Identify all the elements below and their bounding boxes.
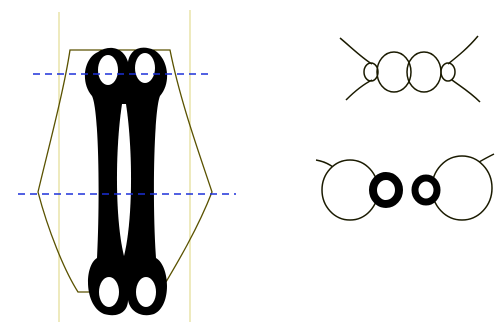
upper-cross-section bbox=[340, 36, 480, 102]
lower-right-lobe bbox=[432, 156, 492, 220]
upper-right-cell bbox=[441, 63, 455, 81]
upper-left-cell bbox=[364, 63, 378, 81]
upper-center-right-cell bbox=[407, 52, 441, 92]
upper-left-wing bbox=[340, 38, 372, 100]
lower-cross-section bbox=[316, 154, 494, 220]
bottom-right-bulb bbox=[136, 277, 156, 307]
upper-right-wing bbox=[448, 36, 480, 102]
lower-left-thick-ring bbox=[373, 176, 399, 204]
upper-center-left-cell bbox=[377, 52, 411, 92]
longitudinal-view bbox=[18, 10, 236, 322]
top-right-bulb bbox=[135, 53, 155, 83]
lower-right-thick-ring bbox=[415, 178, 437, 202]
bottom-left-bulb bbox=[99, 277, 119, 307]
top-left-bulb bbox=[98, 55, 118, 85]
